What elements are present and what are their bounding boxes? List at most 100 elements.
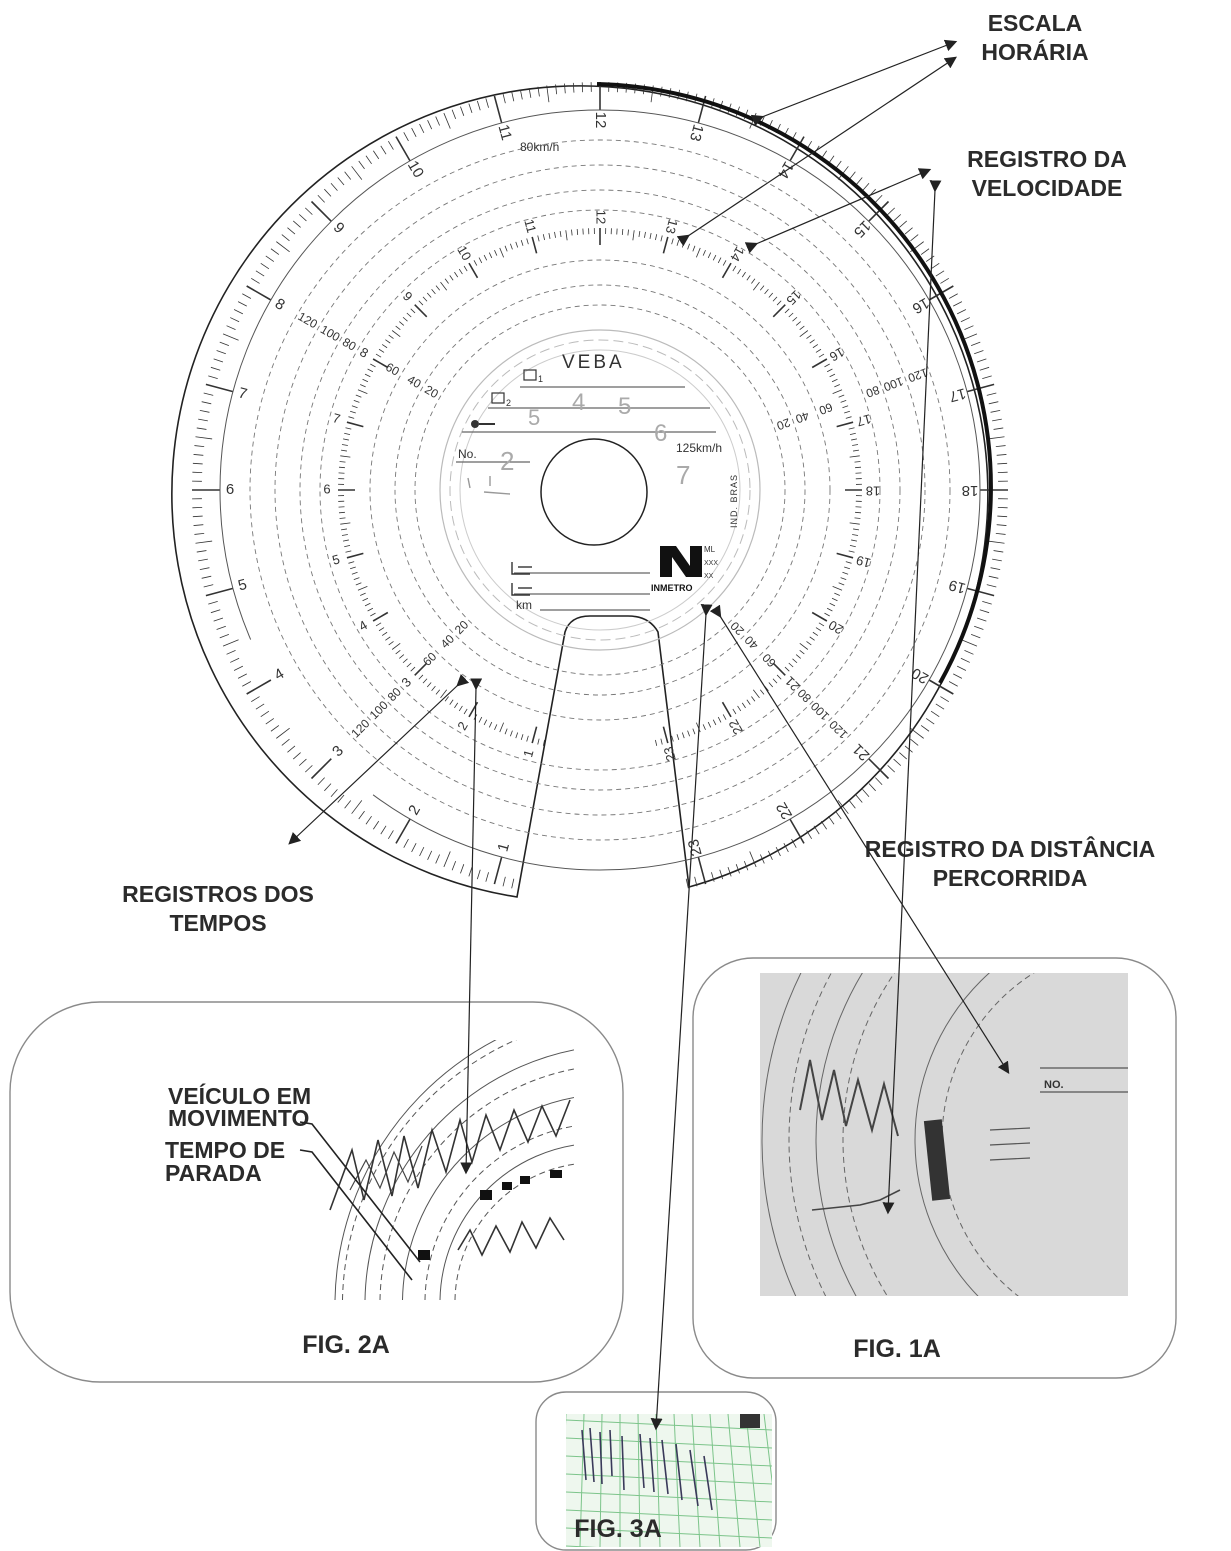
inner-hour-label-16: 16 xyxy=(827,344,847,364)
fig1a-ring-1 xyxy=(788,973,832,1296)
center-ring-3 xyxy=(459,349,741,631)
label-escala-horaria: ESCALA HORÁRIA xyxy=(981,10,1088,65)
inner-hour-label-19: 19 xyxy=(854,553,872,571)
speed-grid-ring-6 xyxy=(414,304,786,676)
outer-hour-label-19: 19 xyxy=(947,576,968,597)
outer-hour-label-17: 17 xyxy=(947,384,968,405)
handwritten-marks: 5 4 5 6 2 7 xyxy=(500,389,690,490)
fig1a-ring-3 xyxy=(842,973,896,1296)
km-label: km xyxy=(516,598,532,612)
fig2a-ring-0 xyxy=(334,1040,497,1301)
fig3a-caption: FIG. 3A xyxy=(574,1515,662,1543)
inmetro-logo: INMETRO ML XXX XX xyxy=(651,545,718,593)
fig3a-grid-v-5 xyxy=(655,1414,661,1547)
speed-label-1-80: 80 xyxy=(864,383,882,401)
brand-text: VEBA xyxy=(562,352,625,373)
inner-hour-label-11: 11 xyxy=(521,218,539,235)
inner-hour-label-5: 5 xyxy=(331,551,342,567)
svg-text:2: 2 xyxy=(506,398,511,408)
speed-unit-label: 80km/h xyxy=(520,140,559,154)
svg-text:MOVIMENTO: MOVIMENTO xyxy=(168,1105,309,1131)
country-label: IND. BRAS xyxy=(729,474,739,528)
svg-text:VEÍCULO EM: VEÍCULO EM xyxy=(168,1082,311,1109)
center-hole xyxy=(540,438,648,546)
fig3a-grid-h-3 xyxy=(566,1473,772,1485)
outer-hour-label-6: 6 xyxy=(226,481,234,498)
svg-text:INMETRO: INMETRO xyxy=(651,583,693,593)
driver-fields xyxy=(456,386,716,611)
svg-text:HORÁRIA: HORÁRIA xyxy=(981,38,1088,65)
speed-label-0-60: 60 xyxy=(383,360,402,379)
svg-text:ML: ML xyxy=(704,545,716,554)
speed-label-0-20: 20 xyxy=(422,382,441,401)
inner-hour-label-1: 1 xyxy=(520,748,536,759)
label-registro-distancia: REGISTRO DA DISTÂNCIA PERCORRIDA xyxy=(865,835,1156,891)
inner-hour-label-7: 7 xyxy=(331,410,342,426)
speed-label-0-40: 40 xyxy=(405,372,424,391)
svg-text:ESCALA: ESCALA xyxy=(988,10,1083,36)
inner-hour-label-6: 6 xyxy=(323,481,330,496)
fig3a-grid-h-5 xyxy=(566,1509,772,1521)
label-registros-tempos: REGISTROS DOS TEMPOS xyxy=(122,881,314,936)
fig3a-image xyxy=(566,1414,772,1547)
speed-grid-ring-4 xyxy=(369,259,831,721)
fig2a-ring-1 xyxy=(342,1040,518,1301)
svg-text:VELOCIDADE: VELOCIDADE xyxy=(972,175,1123,201)
fig3a-grid-v-10 xyxy=(745,1414,761,1547)
fig3a-grid-v-2 xyxy=(599,1414,603,1547)
svg-text:2: 2 xyxy=(500,446,514,476)
fig3a-grid-v-6 xyxy=(673,1414,681,1547)
svg-text:6: 6 xyxy=(654,420,667,447)
fig2a-ring-3 xyxy=(379,1068,574,1301)
fig2a-ring-2 xyxy=(364,1049,574,1301)
outer-hour-label-10: 10 xyxy=(404,158,427,181)
inner-hour-label-18: 18 xyxy=(866,484,880,499)
fig2a-label-stop: TEMPO DE PARADA xyxy=(165,1137,285,1186)
svg-text:REGISTRO DA: REGISTRO DA xyxy=(967,146,1127,172)
inner-hour-label-13: 13 xyxy=(663,218,681,236)
max-speed-label: 125km/h xyxy=(676,441,722,455)
svg-text:REGISTRO DA DISTÂNCIA: REGISTRO DA DISTÂNCIA xyxy=(865,835,1156,862)
handwritten-scribble xyxy=(467,476,511,495)
speed-label-1-60: 60 xyxy=(817,400,835,418)
fig3a-grid-h-6 xyxy=(566,1527,772,1539)
outer-hour-label-12: 12 xyxy=(592,112,609,129)
svg-text:PARADA: PARADA xyxy=(165,1160,262,1186)
fig3a-grid-v-8 xyxy=(709,1414,721,1547)
inner-hour-label-17: 17 xyxy=(855,411,873,429)
fig2a-leaders xyxy=(299,1121,421,1281)
center-ring-2 xyxy=(449,339,751,641)
speed-label-0-80: 80 xyxy=(340,335,359,354)
svg-text:1: 1 xyxy=(538,374,543,384)
fig3a-grid-v-4 xyxy=(637,1414,641,1547)
fig3a-grid-v-9 xyxy=(727,1414,741,1547)
svg-text:TEMPOS: TEMPOS xyxy=(169,910,266,936)
fig1a-ring-0 xyxy=(761,973,802,1296)
fig1a-ring-2 xyxy=(815,973,864,1296)
odometer-arrows xyxy=(511,562,532,596)
key-icon xyxy=(471,420,495,428)
fig2a-label-moving: VEÍCULO EM MOVIMENTO xyxy=(168,1082,311,1131)
callout-arrows xyxy=(288,39,1010,1431)
svg-text:PERCORRIDA: PERCORRIDA xyxy=(933,865,1088,891)
center-ring-1 xyxy=(439,329,761,651)
outer-ring-boundary xyxy=(219,109,981,871)
svg-text:TEMPO DE: TEMPO DE xyxy=(165,1137,285,1163)
fig2a-caption: FIG. 2A xyxy=(302,1331,390,1359)
cup-icon-1: 1 xyxy=(523,369,543,384)
svg-text:5: 5 xyxy=(618,393,631,420)
speed-label-1-20: 20 xyxy=(775,415,793,433)
fig3a-grid-v-11 xyxy=(763,1414,772,1485)
label-registro-velocidade: REGISTRO DA VELOCIDADE xyxy=(967,146,1127,201)
fig3a-grid-v-1 xyxy=(579,1414,585,1547)
svg-text:NO.: NO. xyxy=(1044,1079,1064,1091)
svg-text:7: 7 xyxy=(676,460,690,490)
fig2a-image xyxy=(268,1040,574,1302)
svg-text:XX: XX xyxy=(704,573,714,580)
inner-hour-label-14: 14 xyxy=(727,244,747,264)
inner-hour-label-10: 10 xyxy=(454,243,474,263)
svg-text:4: 4 xyxy=(572,389,585,416)
speed-label-1-40: 40 xyxy=(793,408,811,426)
speed-grid-ring-0 xyxy=(249,139,951,841)
